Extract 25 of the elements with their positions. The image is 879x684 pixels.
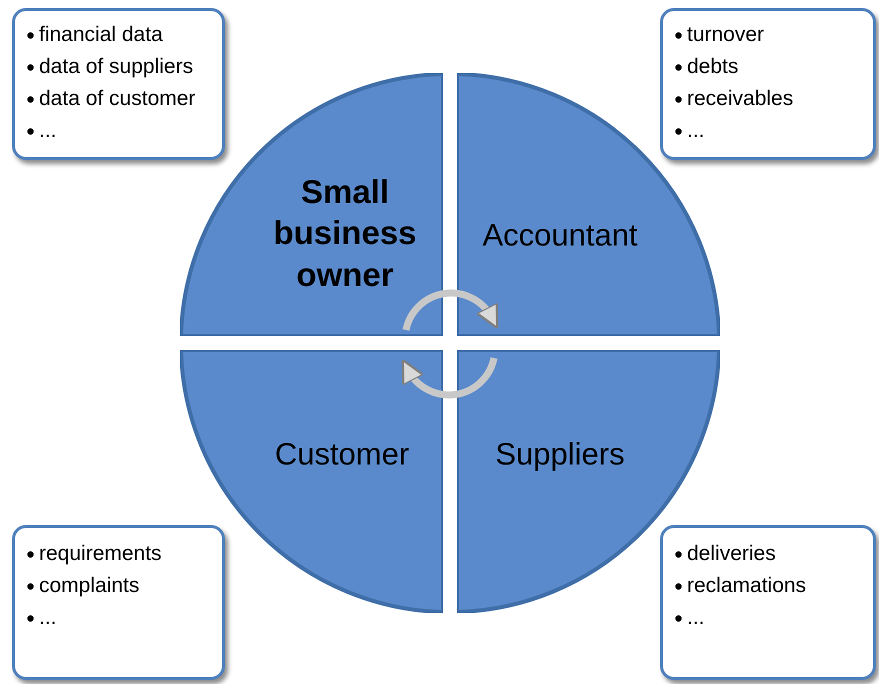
list-card: [660, 8, 876, 160]
cycle-arrow: [402, 290, 499, 331]
list-item-text: financial data: [39, 23, 163, 46]
quadrant-label: Accountant: [481, 216, 639, 255]
list-item-text: ...: [687, 119, 705, 142]
list-item-text: turnover: [687, 23, 764, 46]
list-item-text: debts: [687, 55, 738, 78]
list-item-text: data of customer: [39, 87, 196, 110]
quadrant-label: Customer: [274, 436, 410, 474]
quadrant-label: Suppliers: [494, 436, 626, 474]
quadrant-segment: [180, 350, 443, 613]
list-item-text: complaints: [39, 574, 140, 597]
list-item-text: reclamations: [687, 574, 806, 597]
list-item-text: ...: [39, 119, 57, 142]
list-card: [660, 525, 876, 680]
cycle-arrow: [401, 357, 498, 398]
list-item-text: receivables: [687, 87, 794, 110]
list-item-text: data of suppliers: [39, 55, 194, 78]
list-item-text: ...: [39, 606, 57, 629]
list-item-text: ...: [687, 606, 705, 629]
list-item-text: deliveries: [687, 542, 776, 565]
list-card: [12, 525, 225, 680]
list-card: [12, 8, 225, 160]
list-item-text: requirements: [39, 542, 162, 565]
quadrant-label: Small business owner: [272, 172, 418, 295]
